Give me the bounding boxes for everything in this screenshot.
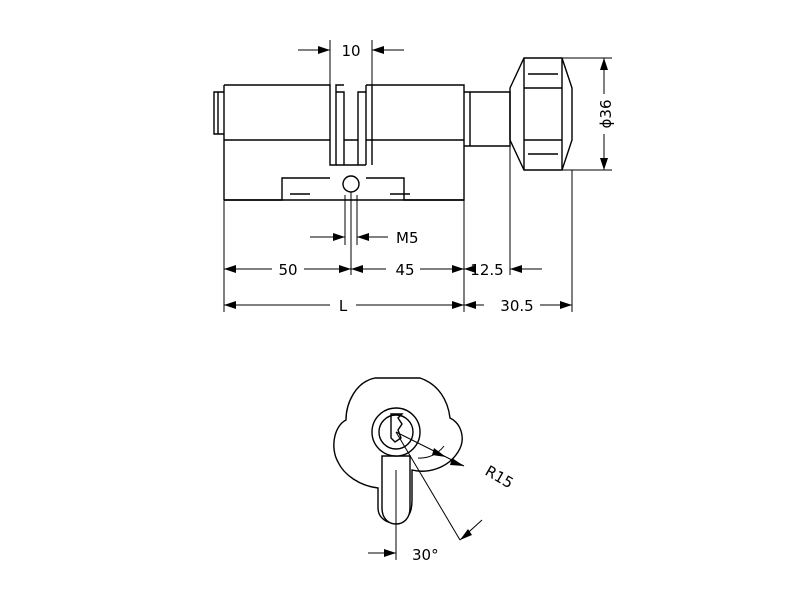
keyway bbox=[390, 413, 404, 443]
dim-cam-width: 10 bbox=[298, 42, 404, 60]
cam-angle-line bbox=[395, 431, 461, 541]
dim-label-knob-collar: 12.5 bbox=[470, 261, 503, 279]
cylinder-body-right bbox=[365, 84, 465, 201]
plug-inner-ring bbox=[378, 414, 414, 450]
dim-knob-diameter: ϕ36 bbox=[597, 58, 615, 170]
dim-row-lower: L 30.5 bbox=[224, 297, 572, 315]
cylinder-body-left bbox=[223, 84, 344, 201]
dim-label-right-length: 45 bbox=[395, 261, 414, 279]
dim-label-cam-radius: R15 bbox=[482, 462, 517, 492]
side-view: 10 M5 50 45 12.5 bbox=[213, 40, 615, 315]
front-view: R15 30° bbox=[333, 377, 517, 564]
dim-label-left-length: 50 bbox=[278, 261, 297, 279]
extension-lines bbox=[223, 40, 612, 312]
thumb-turn-knob bbox=[509, 57, 573, 171]
dim-row-upper: 50 45 12.5 bbox=[224, 261, 542, 279]
dim-label-cam-width: 10 bbox=[341, 42, 360, 60]
cam-radius-arc bbox=[417, 445, 445, 459]
thumb-turn-spindle bbox=[464, 91, 511, 147]
dim-label-total-length: L bbox=[339, 297, 348, 315]
key-end-left bbox=[213, 91, 224, 135]
dim-label-knob-length: 30.5 bbox=[500, 297, 533, 315]
dim-screw-thread: M5 bbox=[310, 229, 419, 247]
screw-hole bbox=[342, 175, 360, 193]
body-bottom-edge bbox=[224, 193, 464, 201]
dim-label-cam-angle: 30° bbox=[412, 546, 439, 564]
dim-label-knob-diameter: ϕ36 bbox=[597, 100, 615, 129]
dim-label-screw-thread: M5 bbox=[396, 229, 419, 247]
cam-slot bbox=[336, 91, 366, 166]
